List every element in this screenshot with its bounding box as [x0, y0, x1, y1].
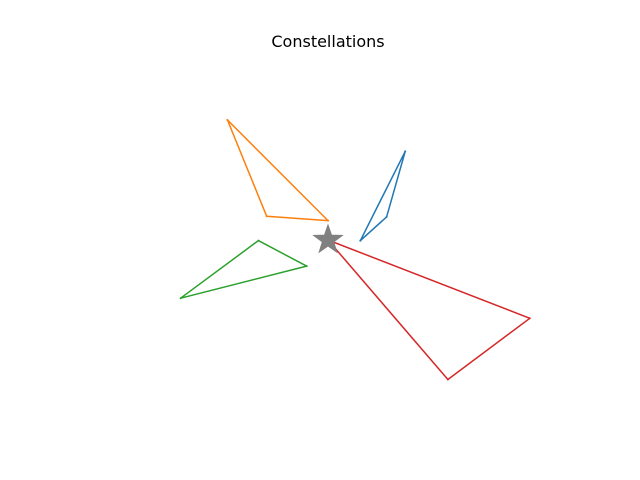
constellation-3-point-2 [257, 239, 260, 242]
constellation-line-1 [359, 150, 406, 242]
constellation-1-point-2 [385, 215, 388, 218]
constellation-4-point-3 [446, 378, 449, 381]
constellation-4-point-2 [528, 317, 531, 320]
constellation-line-3 [179, 239, 307, 299]
constellation-1-point-3 [404, 150, 407, 153]
constellation-2-point-3 [226, 118, 229, 121]
center-star-marker [312, 223, 344, 254]
chart-title: Constellations [271, 32, 385, 51]
constellation-2-point-2 [265, 215, 268, 218]
constellation-line-4 [327, 239, 531, 381]
constellation-2-point-4 [327, 219, 329, 222]
constellation-line-2 [226, 119, 329, 222]
marker-layer [312, 223, 344, 254]
series-layer [179, 118, 531, 381]
constellation-3-point-3 [179, 297, 182, 300]
constellation-3-point-4 [305, 265, 308, 268]
constellation-1-point-4 [359, 239, 362, 242]
